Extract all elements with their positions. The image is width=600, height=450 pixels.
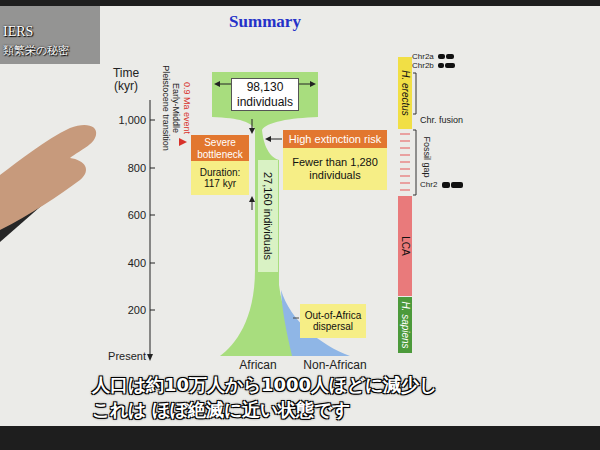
presenter-hand [0,125,96,230]
chromosome-icon [442,182,450,188]
node-text: 98,130 individuals [231,78,299,111]
screen [0,6,100,64]
chromosome-label: Chr2a [412,53,434,62]
fossil-gap-dashes [400,134,410,190]
population-box: 98,130 individuals [212,72,318,117]
dispersal-box: Out-of-Africa dispersal [300,304,366,338]
time-axis [150,263,155,264]
chromosome-label: Chr2 [420,181,437,190]
node-text: High extinction risk [289,133,381,146]
chromosome-icon [451,182,463,188]
presenter-hand [0,125,96,242]
group-label: African [239,359,276,372]
channel-watermark: IERS [3,24,33,39]
channel-watermark: 類繁栄の秘密 [3,45,69,57]
time-axis [147,100,155,361]
chromosome-icon [445,63,455,68]
lca-bar: LCA [398,196,412,296]
node-text: 27,160 individuals [262,172,275,260]
screen [0,6,600,426]
risk-arrow [265,136,282,142]
node-text: Severe bottleneck [194,137,246,160]
risk-arrow [270,139,282,140]
event-marker [179,138,187,146]
tick-label: Present [108,350,146,362]
fossil-gap-dashes [400,175,410,177]
node-text: Out-of-Africa dispersal [303,310,363,333]
node-text: H. erectus [399,70,411,116]
bottleneck-box: Severe bottleneck [191,135,249,162]
group-label: Non-African [303,359,366,372]
period-label: Early-Middle Pleistocene transition [160,59,180,157]
time-axis [150,100,151,357]
bracket [413,130,416,195]
tick-label: 800 [128,162,146,174]
species-bar: H. erectus [398,57,412,129]
width-arrows [214,81,220,87]
fossil-gap-dashes [400,140,410,142]
trunk-band: 27,160 individuals [258,160,278,272]
fossil-gap-dashes [400,147,410,149]
gap-label: Fossil gap [421,136,431,177]
time-axis [150,168,155,169]
species-bar: H. sapiens [398,297,412,353]
leader-line [293,318,299,319]
node-text: Duration: 117 kyr [194,167,246,190]
chromosome-icon [438,63,444,68]
fusion-label: Chr. fusion [420,116,463,126]
fossil-gap-dashes [400,168,410,170]
fossil-gap-dashes [400,189,410,191]
time-axis [150,215,155,216]
node-text: Fewer than 1,280 individuals [286,156,384,181]
axis-title: Time (kyr) [106,67,146,93]
risk-arrow [265,136,271,142]
subtitle-caption: 人口は約10万人から1000人ほどに減少し これは ほぼ絶滅に近い状態です [92,372,462,422]
tick-label: 600 [128,209,146,221]
tick-label: 400 [128,257,146,269]
fossil-gap-dashes [400,182,410,184]
bracket [413,73,416,195]
fossil-gap-dashes [400,133,410,135]
fossil-gap-dashes [400,154,410,156]
event-marker [179,138,187,146]
width-arrows [310,81,316,87]
event-label: 0.9 Ma event [181,82,191,134]
tick-label: 200 [128,304,146,316]
count-box: Fewer than 1,280 individuals [283,148,387,190]
fossil-gap-dashes [400,161,410,163]
chromosome-icon [446,54,454,59]
diagram-title: Summary [229,12,301,32]
time-axis [147,354,153,361]
node-text: H. sapiens [399,301,411,348]
tick-label: 1,000 [118,114,146,126]
duration-arrows [249,119,255,210]
time-axis [150,310,155,311]
node-text: LCA [399,236,411,255]
time-axis [150,120,155,121]
duration-arrows [249,128,255,134]
chromosome-label: Chr2b [412,62,434,71]
leader-line [293,318,299,319]
duration-box: Duration: 117 kyr [191,161,249,195]
chromosome-icon [438,54,445,59]
bracket [413,73,416,114]
duration-arrows [249,196,255,202]
risk-box: High extinction risk [283,130,387,148]
